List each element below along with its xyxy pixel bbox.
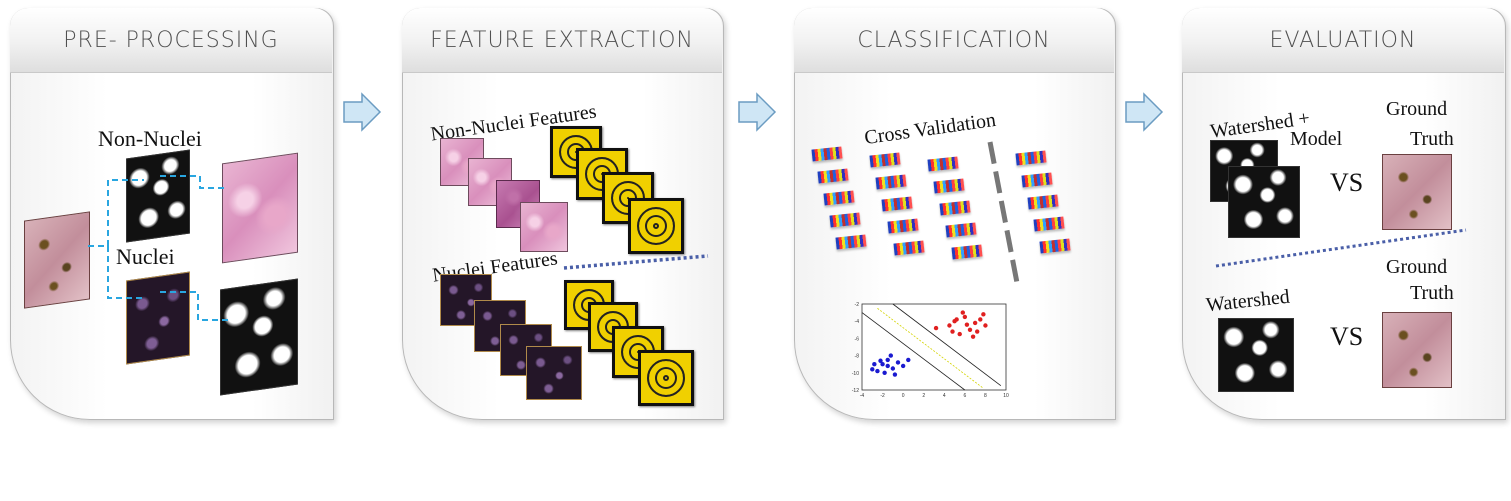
watershed-model-label-line2: Model: [1290, 128, 1343, 150]
x-tick-label: 4: [943, 393, 946, 399]
margin-line: [861, 312, 966, 391]
red-class-point: [950, 329, 955, 334]
panel-title: PRE- PROCESSING: [10, 8, 332, 73]
plot-area: [861, 303, 1007, 391]
red-class-point: [983, 323, 988, 328]
x-tick-label: 2: [922, 393, 925, 399]
preprocessing-panel: PRE- PROCESSING Non-Nuclei Nuclei: [10, 8, 334, 420]
x-tick-label: 10: [1003, 393, 1009, 399]
evaluation-panel: EVALUATION Watershed + Model Ground Trut…: [1182, 8, 1506, 420]
blue-class-point: [882, 370, 887, 375]
ground-truth-image-1: [1382, 154, 1452, 230]
red-class-point: [978, 317, 983, 322]
red-class-point: [972, 320, 978, 326]
x-tick-label: -4: [860, 393, 865, 399]
ground-truth-image-2: [1382, 312, 1452, 388]
panel-title: CLASSIFICATION: [794, 8, 1114, 73]
dotted-divider: [1215, 228, 1467, 268]
vs-label-2: VS: [1330, 322, 1364, 351]
watershed-model-mask: [1228, 166, 1300, 238]
blue-class-point: [878, 358, 883, 363]
blue-class-point: [890, 366, 896, 371]
y-tick-label: -4: [855, 319, 860, 325]
nuclei-label: Nuclei: [116, 244, 175, 269]
red-class-point: [957, 331, 962, 337]
red-class-point: [947, 323, 952, 328]
x-tick-label: 6: [963, 393, 966, 399]
blue-class-point: [875, 368, 880, 374]
panel-title: EVALUATION: [1182, 8, 1504, 73]
non-nuclei-label: Non-Nuclei: [98, 126, 202, 151]
classification-panel: CLASSIFICATION Cross Validation -2-4-6-8…: [794, 8, 1116, 420]
red-class-point: [960, 310, 965, 315]
red-class-point: [967, 327, 973, 332]
red-class-point: [975, 329, 980, 334]
vs-label-1: VS: [1330, 168, 1364, 197]
blue-class-point: [892, 372, 898, 377]
red-class-point: [981, 312, 986, 317]
blue-class-point: [885, 357, 890, 363]
blue-class-point: [888, 353, 893, 358]
red-class-point: [954, 317, 959, 322]
red-class-point: [962, 314, 968, 320]
blue-class-point: [900, 363, 906, 369]
blue-class-point: [870, 367, 875, 372]
arrow-right-icon: [1125, 92, 1164, 132]
ground-truth-label-2-line1: Ground: [1386, 256, 1448, 278]
blue-class-point: [872, 362, 877, 367]
arrow-right-icon: [738, 92, 777, 132]
decision-boundary: [877, 307, 984, 389]
red-class-point: [933, 325, 939, 331]
margin-line: [892, 303, 1002, 387]
blue-class-point: [880, 362, 885, 367]
gabor-filter-4: [628, 198, 684, 254]
y-tick-label: -6: [855, 336, 860, 342]
feature-extraction-panel: FEATURE EXTRACTION Non-Nuclei Features N…: [402, 8, 724, 420]
arrow-right-icon: [343, 92, 382, 132]
y-tick-label: -10: [852, 371, 859, 377]
dotted-divider: [563, 254, 709, 270]
red-class-point: [964, 322, 970, 327]
y-tick-label: -2: [855, 302, 860, 308]
blue-class-point: [895, 360, 901, 365]
x-tick-label: 0: [902, 393, 905, 399]
y-tick-label: -8: [855, 354, 860, 360]
fold-separator: [987, 141, 1021, 289]
y-tick-label: -12: [852, 388, 859, 394]
ground-truth-label-1-line2: Truth: [1410, 128, 1454, 150]
non-nuclei-patch-4: [520, 202, 568, 252]
dashed-connectors: [88, 175, 230, 321]
ground-truth-label-2-line2: Truth: [1410, 282, 1454, 304]
blue-class-point: [906, 357, 911, 363]
panel-title: FEATURE EXTRACTION: [402, 8, 722, 73]
nuclei-patch-4: [526, 346, 582, 400]
gabor-filter-8: [638, 350, 694, 406]
red-class-point: [970, 334, 976, 339]
ground-truth-label-1-line1: Ground: [1386, 98, 1448, 120]
x-tick-label: -2: [880, 393, 885, 399]
watershed-mask: [1218, 318, 1294, 392]
x-tick-label: 8: [984, 393, 987, 399]
blue-class-point: [885, 363, 890, 369]
